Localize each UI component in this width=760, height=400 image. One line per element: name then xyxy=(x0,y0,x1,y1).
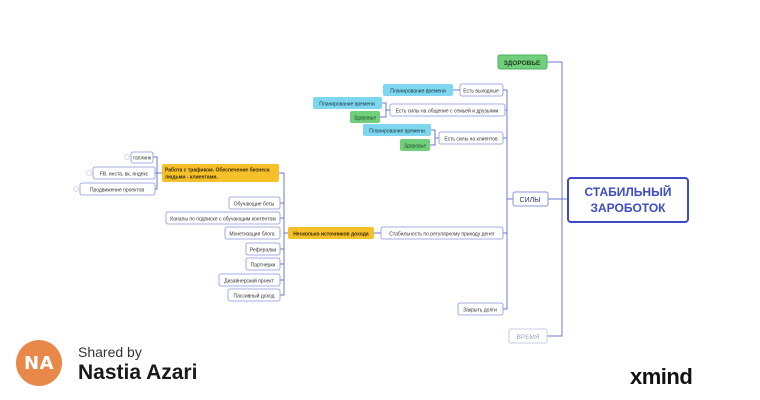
topic-referrals[interactable] xyxy=(245,242,281,256)
connector-clients-tag-health xyxy=(429,137,440,146)
topic-design-label: Дизайнерский проект xyxy=(224,278,274,285)
central-topic[interactable] xyxy=(567,177,689,223)
topic-weekends-label: Есть выходные xyxy=(463,89,499,95)
tag-health-clients[interactable] xyxy=(400,139,430,151)
connector-sources-spine xyxy=(279,172,285,296)
tag-health-family-label: Здоровье xyxy=(354,116,377,122)
tag-time-planning-clients-label: Планирование времени xyxy=(369,129,425,135)
topic-income-sources-label: Несколько источников дохода xyxy=(293,232,369,238)
author-name[interactable]: Nastia Azari xyxy=(78,361,198,384)
topic-income-sources[interactable] xyxy=(288,227,374,239)
topic-debts-label: Закрыть долги xyxy=(463,308,497,314)
topic-referrals-label: Рефералки xyxy=(250,248,276,254)
topic-stability[interactable] xyxy=(380,226,504,240)
branch-strength-label: СИЛЫ xyxy=(520,197,541,204)
connector-traffic-promo xyxy=(154,172,158,190)
tag-time-planning-weekends-label: Планирование времени xyxy=(390,89,446,95)
topic-partners[interactable] xyxy=(245,257,281,271)
connector-family-tag-time xyxy=(381,102,391,111)
collapse-dot-promo[interactable] xyxy=(73,186,79,192)
connector-family-tag-health xyxy=(379,109,391,118)
topic-design[interactable] xyxy=(218,273,281,287)
topic-clients[interactable] xyxy=(438,131,504,145)
tag-time-planning-weekends[interactable] xyxy=(383,84,453,96)
topic-bots-label: Обучающие боты xyxy=(234,202,275,208)
connector-clients-tag-time xyxy=(430,129,440,139)
topic-bots[interactable] xyxy=(228,196,281,210)
branch-health-label: ЗДОРОВЬЕ xyxy=(504,60,541,67)
topic-family[interactable] xyxy=(389,103,506,117)
xmind-logo[interactable]: xmind xyxy=(630,364,693,389)
connector-central-health xyxy=(546,61,569,200)
topic-family-label: Есть силы на общение с семьей и друзьями xyxy=(396,108,499,115)
connector-traffic-taplink xyxy=(152,156,163,174)
topic-promo-label: Продвижение проектов xyxy=(90,188,145,194)
topic-traffic-line-2: людьми - клиентами. xyxy=(165,175,218,181)
topic-clients-label: Есть силы на клиентов xyxy=(444,137,498,143)
central-topic-line-2: ЗАРОБОТОК xyxy=(590,201,666,215)
topic-stability-label: Стабильность по регулярному приходу дене… xyxy=(389,232,495,238)
topic-socials[interactable] xyxy=(92,166,156,180)
connector-central-time xyxy=(546,198,569,337)
tag-time-planning-family[interactable] xyxy=(313,97,382,109)
branch-health[interactable] xyxy=(497,54,548,70)
topic-taplink[interactable] xyxy=(130,151,154,164)
topic-blog-label: Монетизация блога xyxy=(229,232,274,238)
topic-socials-label: FB, инста, вк, яндекс xyxy=(100,172,149,178)
collapse-dot-socials[interactable] xyxy=(86,170,92,176)
tag-health-clients-label: Здоровье xyxy=(404,144,427,150)
tag-time-planning-family-label: Планирование времени xyxy=(319,102,375,108)
branch-time-label: ВРЕМЯ xyxy=(516,334,539,341)
topic-weekends[interactable] xyxy=(459,83,504,97)
collapse-dot-taplink[interactable] xyxy=(124,154,130,160)
topic-debts[interactable] xyxy=(457,302,504,316)
tag-time-planning-clients[interactable] xyxy=(363,124,431,136)
tag-health-family[interactable] xyxy=(350,111,380,123)
branch-strength[interactable] xyxy=(512,191,549,207)
topic-promo[interactable] xyxy=(79,182,156,196)
topic-blog[interactable] xyxy=(224,226,281,240)
central-topic-line-1: СТАБИЛЬНЫЙ xyxy=(585,184,672,199)
topic-passive[interactable] xyxy=(227,288,281,302)
topic-partners-label: Партнерки xyxy=(251,263,276,269)
topic-traffic[interactable] xyxy=(162,164,279,182)
branch-time[interactable] xyxy=(508,328,548,344)
topic-channels-label: Каналы по подписке с обучающим контентом xyxy=(170,217,276,223)
shared-by-label: Shared by xyxy=(78,344,142,360)
topic-traffic-line-1: Работа с трафиком. Обеспечение бизнеса xyxy=(165,167,270,174)
topic-passive-label: Пассивный доход xyxy=(233,293,274,300)
connector-strength-debts xyxy=(502,198,514,310)
topic-taplink-label: таплинк xyxy=(133,156,152,162)
topic-channels[interactable] xyxy=(165,211,281,225)
avatar: NA xyxy=(16,340,62,386)
